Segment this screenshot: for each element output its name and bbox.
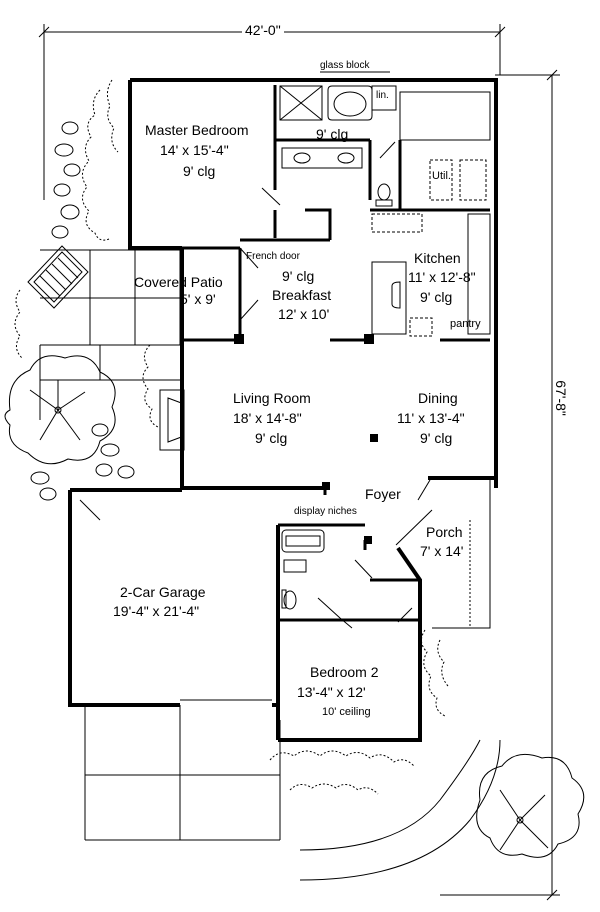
bedroom-2-name: Bedroom 2 bbox=[310, 664, 379, 680]
display-niches-note: display niches bbox=[294, 506, 357, 517]
living-room-ceiling: 9' clg bbox=[255, 430, 288, 446]
bedroom-2-ceiling: 10' ceiling bbox=[322, 706, 371, 718]
linen-note: lin. bbox=[376, 90, 389, 101]
overall-depth-label: 67'-8" bbox=[552, 365, 570, 432]
french-door-note: French door bbox=[246, 251, 300, 262]
kitchen-ceiling: 9' clg bbox=[420, 289, 453, 305]
dining-name: Dining bbox=[418, 390, 458, 406]
columns bbox=[234, 334, 378, 544]
breakfast-size: 12' x 10' bbox=[278, 306, 330, 322]
bedroom-2-size: 13'-4" x 12' bbox=[297, 684, 366, 700]
garage-size: 19'-4" x 21'-4" bbox=[113, 603, 200, 619]
kitchen-name: Kitchen bbox=[414, 250, 461, 266]
fixtures bbox=[79, 71, 491, 701]
interior-walls bbox=[130, 85, 490, 622]
master-bedroom-size: 14' x 15'-4" bbox=[160, 142, 229, 158]
garage-name: 2-Car Garage bbox=[120, 584, 206, 600]
master-bedroom-name: Master Bedroom bbox=[145, 122, 249, 138]
overall-width-label: 42'-0" bbox=[242, 22, 284, 39]
utility-note: Util. bbox=[432, 170, 451, 182]
landscaping-left bbox=[4, 79, 181, 501]
exterior-walls bbox=[68, 78, 498, 742]
master-bath-ceiling: 9' clg bbox=[316, 126, 349, 142]
living-room-size: 18' x 14'-8" bbox=[233, 410, 302, 426]
porch-name: Porch bbox=[426, 524, 463, 540]
covered-patio-name: Covered Patio bbox=[134, 274, 223, 290]
breakfast-ceiling: 9' clg bbox=[282, 268, 315, 284]
master-bedroom-ceiling: 9' clg bbox=[183, 163, 216, 179]
foyer-name: Foyer bbox=[365, 486, 401, 502]
breakfast-name: Breakfast bbox=[272, 287, 332, 303]
living-room-name: Living Room bbox=[233, 390, 311, 406]
kitchen-size: 11' x 12'-8" bbox=[408, 269, 476, 285]
landscaping-bottom bbox=[84, 629, 585, 881]
dining-ceiling: 9' clg bbox=[420, 430, 453, 446]
covered-patio-size: 5' x 9' bbox=[180, 291, 216, 307]
dining-size: 11' x 13'-4" bbox=[397, 410, 465, 426]
glass-block-note: glass block bbox=[320, 60, 370, 71]
pantry-note: pantry bbox=[450, 318, 481, 330]
dimension-lines bbox=[38, 24, 560, 901]
porch-size: 7' x 14' bbox=[420, 543, 464, 559]
